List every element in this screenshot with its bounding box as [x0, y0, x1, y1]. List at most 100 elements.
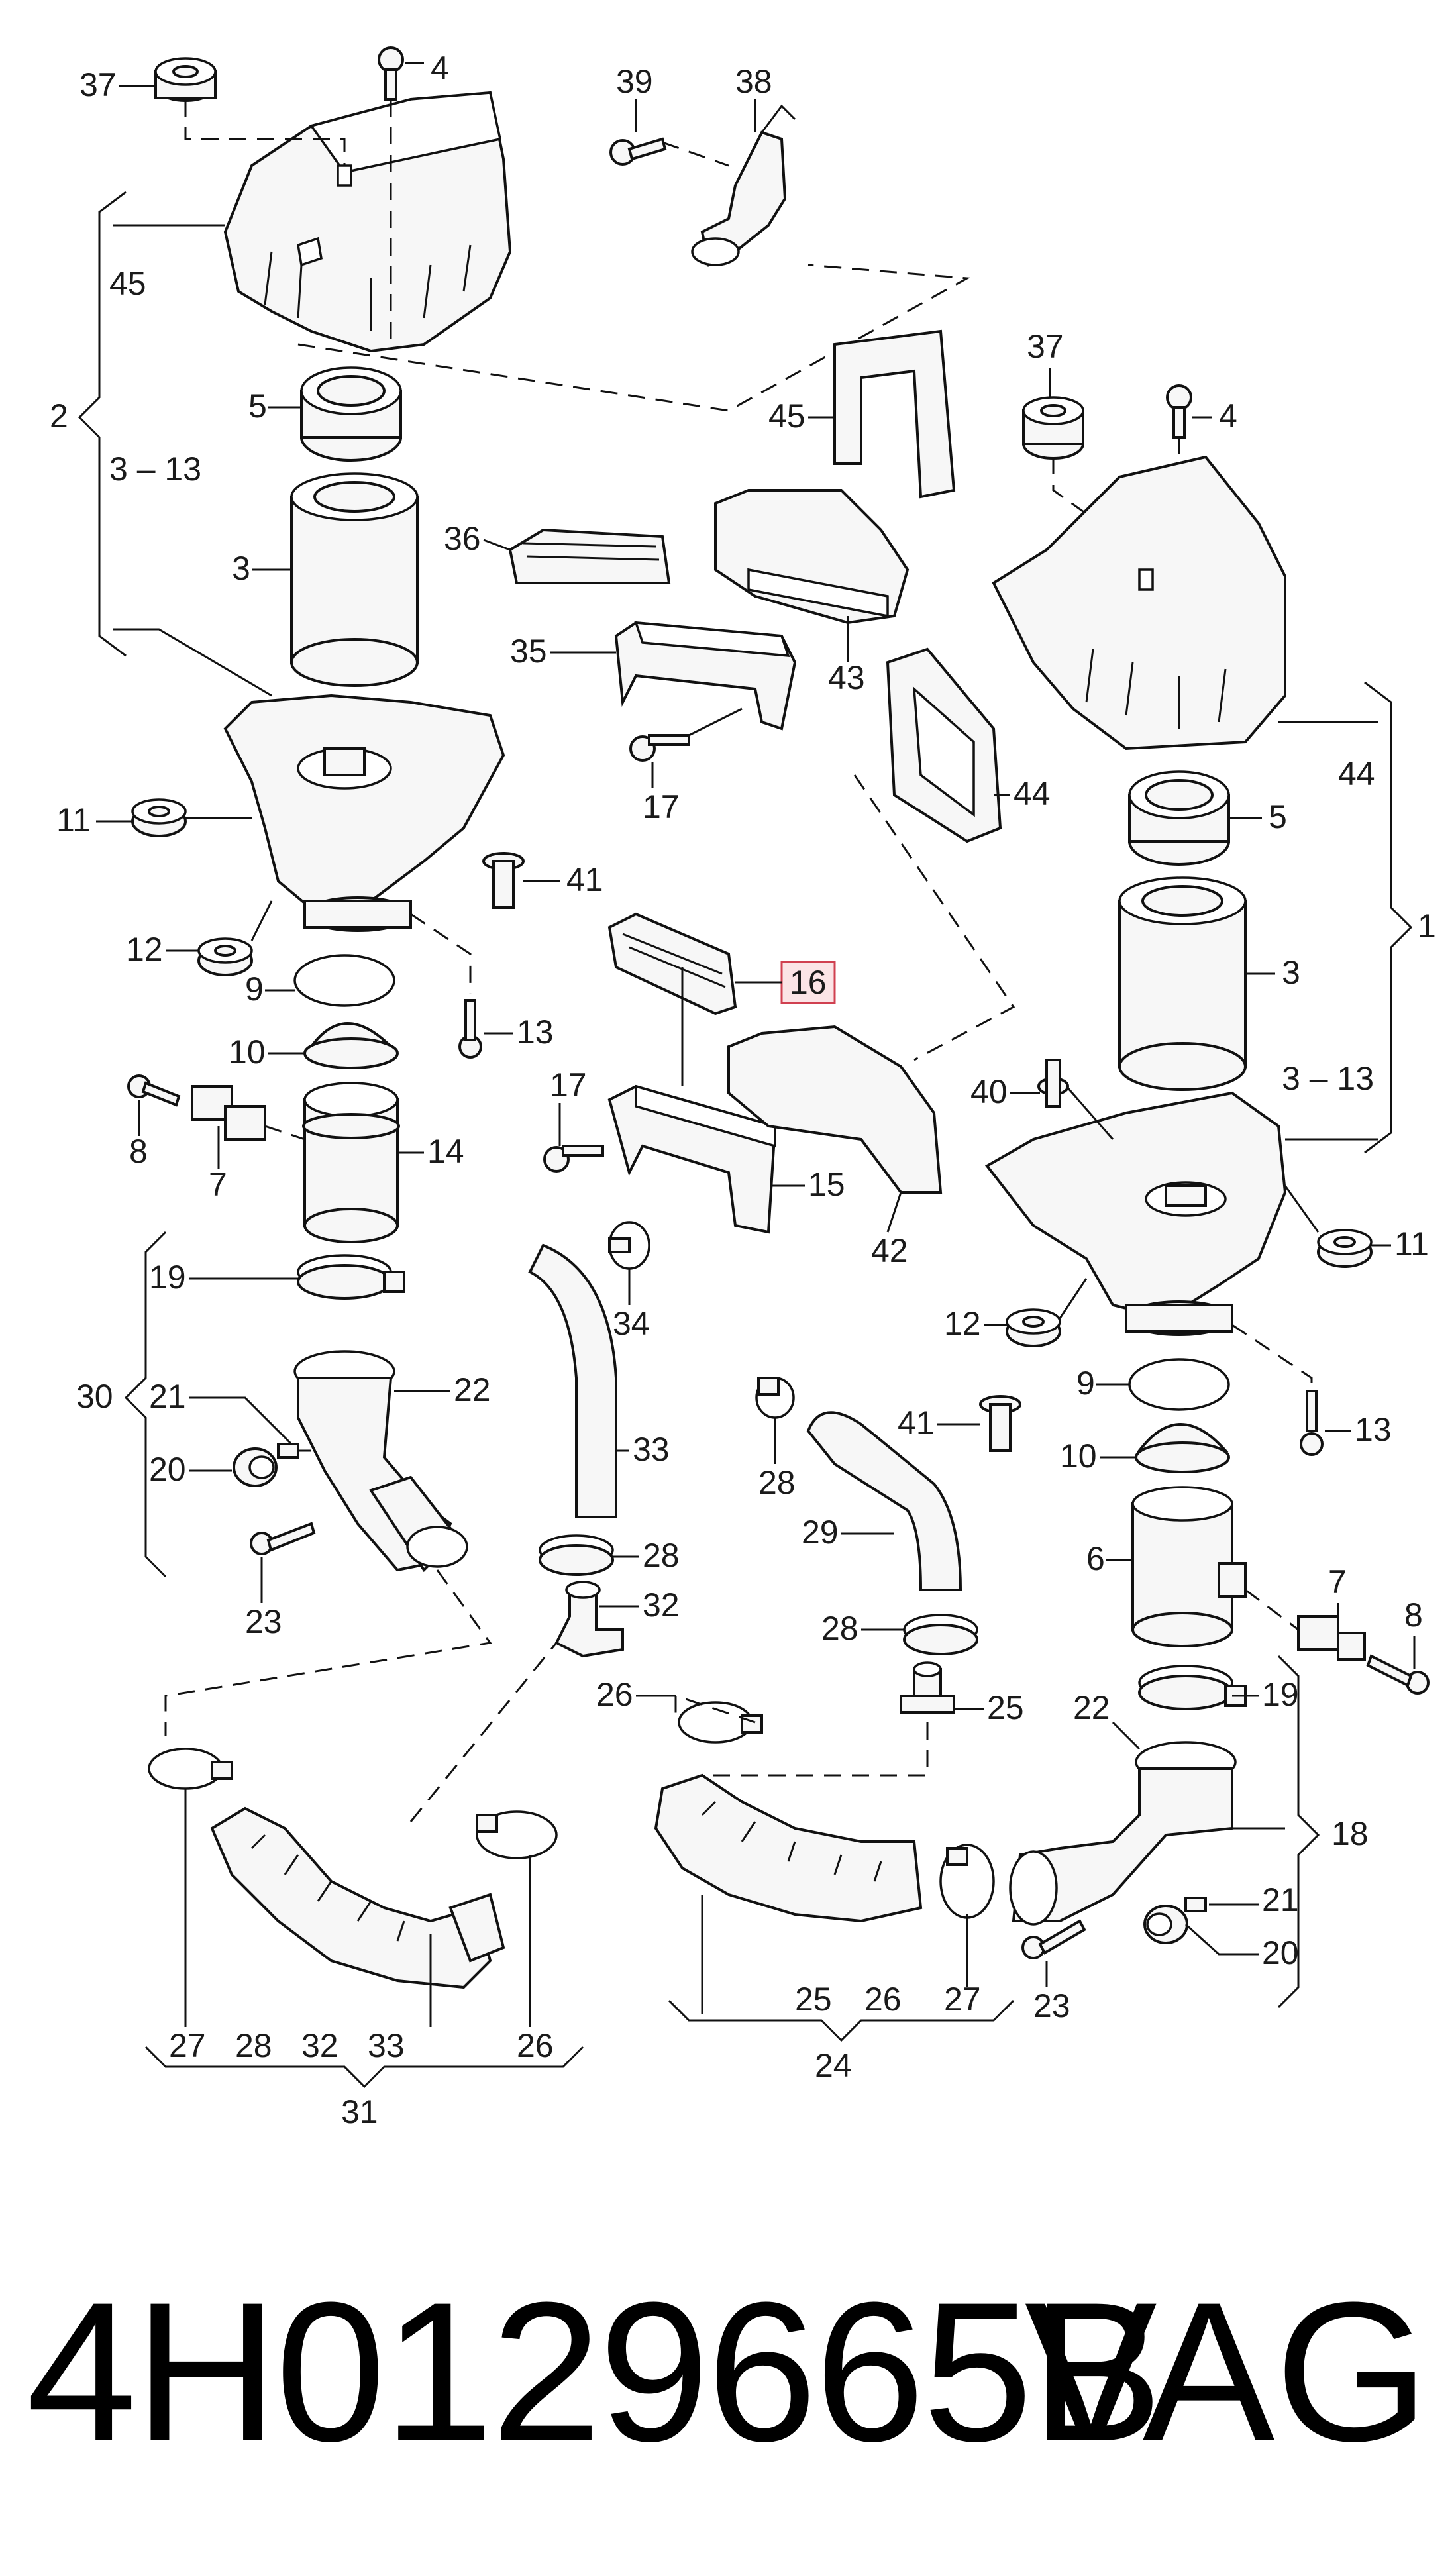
- callout-22a: 22: [454, 1371, 491, 1408]
- callout-9b: 9: [1076, 1365, 1095, 1402]
- callout-labels: 37 4 39 38 45 2 3 – 13 5 3 36 35 43 45 3…: [50, 50, 1436, 2130]
- callout-28c: 28: [821, 1610, 858, 1647]
- part-info-footer: 4H0129665B VAG: [0, 2239, 1456, 2517]
- callout-28d: 28: [235, 2027, 272, 2064]
- callout-2: 2: [50, 397, 68, 435]
- clip-41b: [979, 1395, 1021, 1452]
- grommet-12a: [197, 937, 253, 976]
- callout-27a: 27: [169, 2027, 206, 2064]
- elbow-22b: [1009, 1741, 1237, 1926]
- callout-25a: 25: [987, 1689, 1024, 1726]
- callout-7b: 7: [1328, 1563, 1347, 1600]
- grommet-20a: [233, 1447, 278, 1487]
- callout-13a: 13: [517, 1014, 554, 1051]
- screw-17a: [629, 734, 690, 762]
- callout-39: 39: [616, 63, 653, 100]
- callout-18: 18: [1331, 1815, 1369, 1852]
- screw-23b: [1021, 1919, 1086, 1959]
- highlight-box-16: [780, 961, 836, 1004]
- callout-20a: 20: [149, 1451, 186, 1488]
- callout-32b: 32: [301, 2027, 338, 2064]
- callout-8b: 8: [1404, 1596, 1423, 1634]
- grommet-11b: [1317, 1229, 1373, 1268]
- clip-40: [1037, 1059, 1069, 1108]
- clamp-28c: [903, 1614, 978, 1655]
- brace-31: [144, 2046, 584, 2089]
- seal-10a: [303, 1022, 399, 1069]
- valve-25a: [900, 1661, 955, 1714]
- clamp-28a: [539, 1534, 614, 1576]
- callout-19a: 19: [149, 1259, 186, 1296]
- callout-43: 43: [828, 659, 865, 696]
- clip-41a: [482, 852, 525, 909]
- callout-32a: 32: [643, 1587, 680, 1624]
- brace-30: [124, 1231, 167, 1578]
- callout-37a: 37: [79, 66, 117, 103]
- callout-24: 24: [815, 2047, 852, 2084]
- air-duct-42: [727, 1025, 943, 1194]
- callout-33b: 33: [368, 2027, 405, 2064]
- brace-18: [1277, 1655, 1320, 2009]
- callout-26b: 26: [517, 2027, 554, 2064]
- brand-name: VAG: [1024, 2260, 1430, 2483]
- callout-20b: 20: [1262, 1934, 1299, 1971]
- brace-1: [1364, 681, 1413, 1154]
- callout-26c: 26: [864, 1981, 902, 2018]
- callout-30: 30: [76, 1378, 113, 1415]
- callout-42: 42: [871, 1232, 908, 1269]
- seal-10b: [1135, 1423, 1230, 1473]
- screw-13b: [1300, 1390, 1324, 1456]
- callout-8a: 8: [129, 1133, 148, 1170]
- screw-39: [609, 137, 667, 166]
- callout-7a: 7: [209, 1166, 227, 1203]
- seal-5b: [1128, 770, 1230, 866]
- callout-12a: 12: [126, 931, 163, 968]
- exploded-parts-diagram: 37 4 39 38 45 2 3 – 13 5 3 36 35 43 45 3…: [50, 46, 1436, 2130]
- callout-16: 16: [790, 964, 827, 1001]
- callout-36: 36: [444, 520, 481, 557]
- hose-29: [806, 1411, 962, 1591]
- callout-34: 34: [613, 1305, 650, 1342]
- filter-element-3b: [1118, 876, 1247, 1091]
- callout-17b: 17: [550, 1067, 587, 1104]
- clamp-19a: [297, 1254, 405, 1300]
- callout-41b: 41: [898, 1404, 935, 1441]
- callout-4b: 4: [1219, 397, 1237, 435]
- callout-3-13a: 3 – 13: [109, 450, 201, 488]
- callout-23b: 23: [1033, 1987, 1070, 2024]
- callout-14: 14: [427, 1133, 464, 1170]
- callout-35: 35: [510, 633, 547, 670]
- grommet-11a: [131, 798, 187, 837]
- bracket-44a: [886, 647, 1002, 843]
- callout-44a: 44: [1014, 775, 1051, 812]
- callout-45b: 45: [768, 397, 806, 435]
- callout-12b: 12: [944, 1305, 981, 1342]
- elbow-22a: [293, 1350, 468, 1573]
- callout-3-13b: 3 – 13: [1282, 1060, 1374, 1097]
- valve-32a: [554, 1581, 624, 1658]
- part-number: 4H0129665B: [26, 2260, 1163, 2483]
- sensor-7a: [191, 1085, 305, 1141]
- screw-21b: [1184, 1897, 1207, 1912]
- callout-13b: 13: [1355, 1411, 1392, 1448]
- callout-5b: 5: [1269, 798, 1287, 835]
- intake-hose-24: [654, 1701, 995, 1923]
- o-ring-9b: [1128, 1358, 1230, 1411]
- callout-19b: 19: [1262, 1676, 1299, 1713]
- callout-11a: 11: [56, 802, 91, 839]
- screw-23a: [250, 1522, 316, 1555]
- callout-3b: 3: [1282, 954, 1300, 991]
- callout-41a: 41: [566, 861, 603, 898]
- clamp-28b: [755, 1377, 795, 1419]
- clip-34: [608, 1221, 650, 1270]
- callout-31: 31: [341, 2093, 378, 2130]
- cover-strip-16: [607, 912, 737, 1016]
- screw-4b: [1166, 384, 1192, 439]
- grommet-37a: [154, 57, 217, 102]
- screw-17b: [543, 1145, 604, 1173]
- hose-33a: [528, 1243, 617, 1518]
- callout-5a: 5: [248, 388, 267, 425]
- callout-3a: 3: [232, 550, 250, 587]
- clamp-19b: [1138, 1665, 1247, 1710]
- upper-housing-cover-left: [223, 91, 512, 353]
